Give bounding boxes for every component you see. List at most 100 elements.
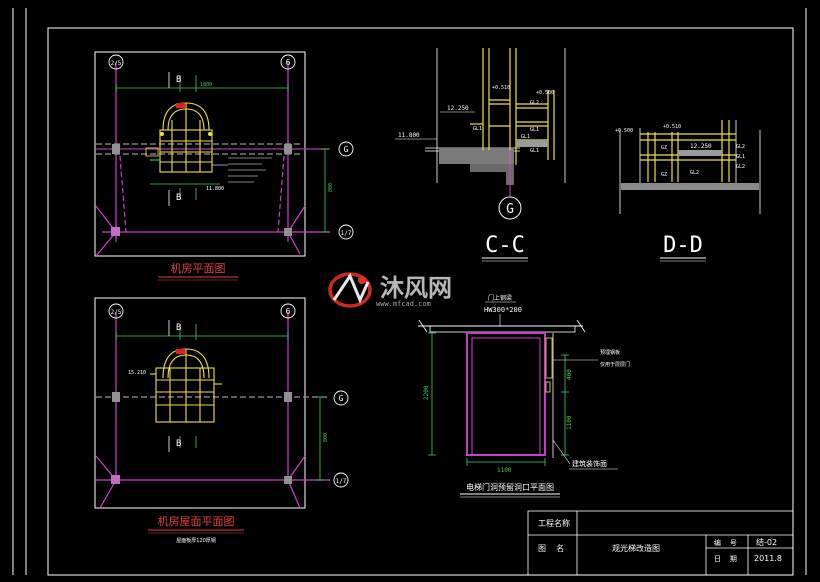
title-block <box>527 510 794 576</box>
elevation-text: 12.250 <box>447 105 469 112</box>
title-block-drawing-label: 图 名 <box>538 543 564 553</box>
dimension-text: 1800 <box>200 82 212 88</box>
column-marker <box>112 392 120 402</box>
elevation-text: +0.510 <box>492 85 510 91</box>
member-tag: GL2 <box>690 170 699 176</box>
title-block-drawing-name: 观光梯改造图 <box>612 543 660 553</box>
member-tag: GL2 <box>736 164 745 170</box>
section-dd: +0.500 +0.510 12.250 GL2 GL1 GL2 GZ GL2 … <box>615 120 761 262</box>
door-opening-inner <box>471 337 541 456</box>
elevator-anchor <box>160 132 164 136</box>
watermark-logo-icon <box>328 272 372 308</box>
column-marker <box>284 476 292 484</box>
member-tag: GL2 <box>530 100 539 106</box>
dimension-text: 1100 <box>497 467 512 474</box>
axis-bubble <box>280 303 296 319</box>
axis-bubble-label: G <box>344 145 349 154</box>
door-jamb-detail <box>545 337 553 379</box>
section-cc-slab <box>439 148 514 164</box>
plan-top-notes <box>212 157 272 183</box>
axis-bubble-label: G <box>339 394 344 403</box>
door-elevation: 门上钢梁 HW300*200 2200 1100 400 1100 预埋钢板 仅… <box>418 294 630 498</box>
column-marker <box>284 144 292 154</box>
beam-label: 门上钢梁 <box>488 294 512 302</box>
axis-bubble-label: 6 <box>286 58 291 67</box>
elevator-shaft-roof <box>150 348 222 423</box>
door-beam <box>429 325 576 333</box>
dimension-text: 800 <box>323 433 329 442</box>
elevation-text: 11.800 <box>398 132 420 139</box>
title-block-number-value: 结-02 <box>756 537 777 547</box>
axis-b-label: B <box>176 323 181 333</box>
plan-title: 机房平面图 <box>171 261 226 275</box>
elevator-side-block <box>145 147 159 157</box>
axis-b-label: B <box>176 75 181 85</box>
plan-top: 1800 800 B B <box>94 51 354 281</box>
finish-note: 建筑装饰面 <box>572 459 607 468</box>
column-marker <box>112 144 120 154</box>
axis-bubble <box>108 303 124 319</box>
column-marker <box>284 228 292 236</box>
section-cc: G 12.250 11.800 +0.510 +0.500 GL2 GL1 GL… <box>395 48 566 262</box>
member-tag: GL2 <box>736 144 745 150</box>
beam-size: HW300*200 <box>484 306 522 314</box>
section-cc-beam-fill <box>516 140 548 147</box>
column-marker <box>284 392 292 402</box>
section-dd-beam-fill <box>678 150 722 156</box>
door-title: 电梯门洞预留洞口平面图 <box>466 482 554 492</box>
plan-top-axis-lines <box>95 62 330 257</box>
axis-bubble <box>338 224 354 240</box>
axis-bubble-label: 2/5 <box>111 60 122 67</box>
section-title: C-C <box>485 233 525 258</box>
elevation-text: +0.500 <box>615 128 633 134</box>
section-dd-slab <box>621 183 759 190</box>
axis-bubble <box>108 54 124 70</box>
watermark: 沐风网 www.mfcad.com <box>328 272 452 308</box>
elevator-anchor <box>208 132 212 136</box>
door-jamb-detail <box>545 381 551 393</box>
plan-roof-dimensions <box>115 324 324 481</box>
finish-note-leader <box>552 439 571 465</box>
axis-bubble <box>333 472 349 488</box>
dimension-text: 2200 <box>423 385 430 400</box>
plan-top-dimensions <box>115 75 329 233</box>
plan-roof-axis-lines <box>95 312 330 509</box>
title-block-number-label: 编 号 <box>714 538 737 547</box>
plan-roof: 800 B B 15.210 2/5 6 G 1/7 机房屋面平面图 <box>94 297 349 544</box>
section-title: D-D <box>663 233 703 258</box>
dimension-text: 800 <box>328 183 334 192</box>
axis-bubble <box>333 390 349 406</box>
door-opening-outer <box>466 332 546 456</box>
member-tag: GL1 <box>473 126 482 132</box>
door-dimensions <box>428 332 569 466</box>
axis-bubble <box>280 54 296 70</box>
axis-bubble <box>338 141 354 157</box>
plan-title: 机房屋面平面图 <box>158 514 235 528</box>
elevation-text: +0.510 <box>663 124 681 130</box>
column-marker <box>111 475 120 484</box>
door-note: 预埋钢板 <box>600 349 620 356</box>
elevation-text: 12.250 <box>690 143 712 150</box>
column-marker <box>111 227 120 236</box>
elevation-text: 15.210 <box>128 370 146 376</box>
dimension-text: 400 <box>566 369 573 380</box>
member-tag: GL1 <box>530 127 539 133</box>
door-note: 仅用于层层门 <box>600 361 630 368</box>
title-block-date-value: 2011.8 <box>754 554 782 563</box>
plan-subtitle: 屋面板厚120厚钢 <box>176 537 216 544</box>
watermark-url: www.mfcad.com <box>376 300 431 308</box>
member-tag: GL1 <box>521 134 530 140</box>
axis-bubble-label: 1/7 <box>336 478 347 485</box>
section-dd-frame-lines <box>619 120 761 214</box>
axis-bubble-label: G <box>506 202 514 217</box>
title-block-project-label: 工程名称 <box>538 518 570 528</box>
elevator-arch-tag <box>176 103 185 108</box>
member-tag: GL1 <box>736 154 745 160</box>
axis-b-label: B <box>176 439 181 449</box>
elevator-shaft-top <box>150 102 213 173</box>
door-break-lines <box>418 319 586 333</box>
sheet-frame <box>12 8 807 576</box>
axis-bubble-label: 2/5 <box>111 309 122 316</box>
watermark-brand: 沐风网 <box>380 274 452 302</box>
